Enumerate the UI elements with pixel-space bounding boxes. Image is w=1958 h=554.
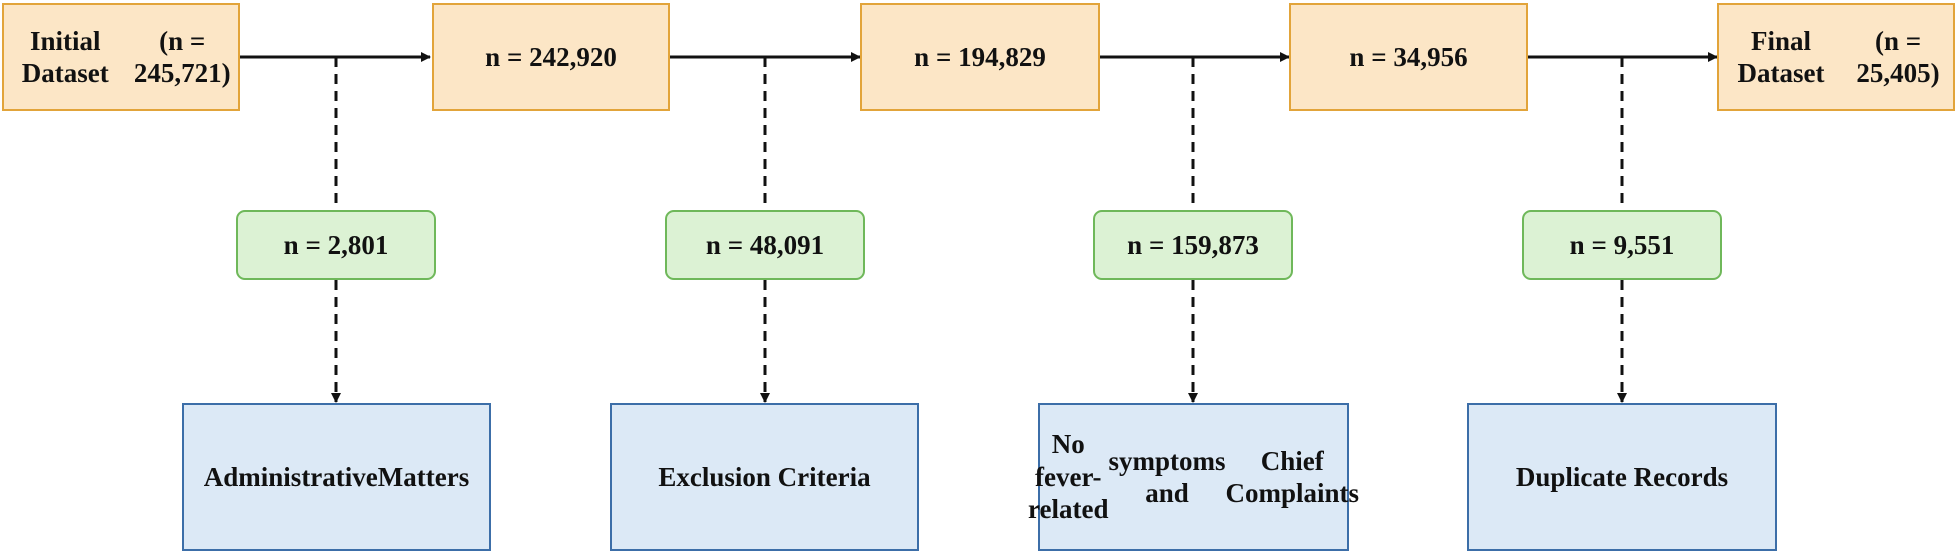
excluded-count-3-text: n = 159,873: [1127, 229, 1259, 260]
final-dataset-title: Final Dataset: [1737, 25, 1825, 88]
excluded-count-2-text: n = 48,091: [705, 229, 825, 260]
step-box-3: n = 194,829: [860, 3, 1100, 111]
exclusion-reason-3: No fever-related symptoms and Chief Comp…: [1028, 403, 1359, 551]
exclusion-reason-3-line-1: No fever-related: [1028, 429, 1109, 525]
initial-dataset-box: Initial Dataset (n = 245,721): [2, 3, 240, 111]
exclusion-reason-1-line-1: Administrative: [203, 461, 378, 492]
exclusion-reason-1-line-2: Matters: [377, 461, 470, 492]
excluded-count-1-text: n = 2,801: [283, 229, 389, 260]
excluded-count-1: n = 2,801: [236, 210, 436, 280]
initial-dataset-title: Initial Dataset: [21, 25, 109, 88]
final-dataset-count: (n = 25,405): [1856, 25, 1940, 88]
excluded-count-4-text: n = 9,551: [1569, 229, 1675, 260]
exclusion-reason-4: Duplicate Records: [1467, 403, 1777, 551]
step-3-count: n = 194,829: [914, 41, 1046, 72]
exclusion-reason-2: Exclusion Criteria: [610, 403, 919, 551]
exclusion-reason-3-line-2: symptoms and: [1108, 445, 1226, 508]
excluded-count-4: n = 9,551: [1522, 210, 1722, 280]
exclusion-reason-1: Administrative Matters: [182, 403, 491, 551]
step-box-2: n = 242,920: [432, 3, 670, 111]
step-2-count: n = 242,920: [485, 41, 617, 72]
step-box-4: n = 34,956: [1289, 3, 1528, 111]
initial-dataset-count: (n = 245,721): [133, 25, 231, 88]
final-dataset-box: Final Dataset (n = 25,405): [1717, 3, 1955, 111]
excluded-count-3: n = 159,873: [1093, 210, 1293, 280]
exclusion-reason-4-line-1: Duplicate Records: [1515, 461, 1729, 492]
exclusion-reason-2-line-1: Exclusion Criteria: [658, 461, 871, 492]
step-4-count: n = 34,956: [1349, 41, 1468, 72]
exclusion-reason-3-line-3: Chief Complaints: [1225, 445, 1360, 508]
excluded-count-2: n = 48,091: [665, 210, 865, 280]
